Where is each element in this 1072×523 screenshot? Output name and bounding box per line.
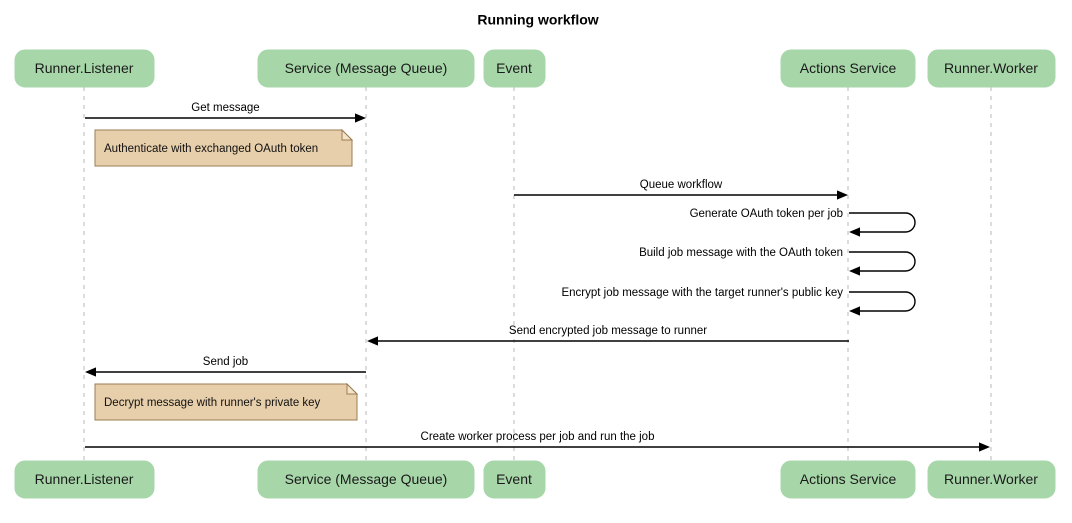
message-encrypt-job-message-target-runner-public-key[interactable]: Encrypt job message with the target runn… [561,287,916,316]
participant-box-runner-listener-bottom[interactable] [14,460,155,499]
arrowhead-queue-workflow [837,190,848,200]
message-label-queue-workflow: Queue workflow [640,179,723,191]
participants-top: Runner.Listener Service (Message Queue) Ev… [14,49,1056,88]
participant-box-runner-worker-bottom[interactable] [927,460,1056,499]
note-body-decrypt-message-with-runners-private-key [94,383,358,421]
message-label-send-encrypted-job-message-to-runner: Send encrypted job message to runner [509,325,707,337]
message-create-worker-process-run-job[interactable]: Create worker process per job and run th… [85,431,990,452]
participant-box-event-top[interactable] [483,49,546,88]
note-fold-decrypt-message-with-runners-private-key [346,382,359,395]
note-label-decrypt-message-with-runners-private-key: Decrypt message with runner's private ke… [104,397,321,409]
participant-label-runner-worker-top: Runner.Worker [944,60,1038,76]
note-decrypt-message-with-runners-private-key[interactable]: Decrypt message with runner's private ke… [94,382,359,421]
arrowhead-generate-oauth-token-per-job [849,227,860,237]
arrowhead-send-job [85,367,96,377]
participant-box-runner-listener-top[interactable] [14,49,155,88]
message-label-encrypt-job-message-target-runner-public-key: Encrypt job message with the target runn… [561,287,843,299]
participant-box-service-message-queue-top[interactable] [257,49,475,88]
message-loop-path-build-job-message-with-oauth-token [849,251,916,272]
message-label-send-job: Send job [203,356,248,368]
participant-label-service-message-queue-top: Service (Message Queue) [285,60,448,76]
participant-box-service-message-queue-bottom[interactable] [257,460,475,499]
participant-label-runner-listener-top: Runner.Listener [35,60,134,76]
participant-box-actions-service-bottom[interactable] [780,460,916,499]
arrowhead-build-job-message-with-oauth-token [849,266,860,276]
note-fold-authenticate-with-exchanged-oauth-token [341,128,354,141]
message-label-create-worker-process-run-job: Create worker process per job and run th… [421,431,655,443]
message-label-build-job-message-with-oauth-token: Build job message with the OAuth token [639,247,843,259]
arrowhead-send-encrypted-job-message-to-runner [367,336,378,346]
participant-label-event-top: Event [496,60,532,76]
message-get-message[interactable]: Get message [85,102,366,123]
note-label-authenticate-with-exchanged-oauth-token: Authenticate with exchanged OAuth token [104,143,318,155]
note-body-authenticate-with-exchanged-oauth-token [94,129,353,167]
message-generate-oauth-token-per-job[interactable]: Generate OAuth token per job [690,208,916,237]
arrowhead-get-message [355,113,366,123]
message-send-encrypted-job-message-to-runner[interactable]: Send encrypted job message to runner [367,325,849,346]
participant-box-event-bottom[interactable] [483,460,546,499]
participant-label-actions-service-top: Actions Service [800,60,897,76]
message-loop-path-generate-oauth-token-per-job [849,212,916,233]
participant-label-runner-listener-bottom: Runner.Listener [35,471,134,487]
arrowhead-create-worker-process-run-job [979,442,990,452]
note-authenticate-with-exchanged-oauth-token[interactable]: Authenticate with exchanged OAuth token [94,128,354,167]
participant-box-runner-worker-top[interactable] [927,49,1056,88]
notes-layer: Authenticate with exchanged OAuth tokenD… [94,128,359,421]
arrowhead-encrypt-job-message-target-runner-public-key [849,306,860,316]
message-send-job[interactable]: Send job [85,356,366,377]
participant-label-actions-service-bottom: Actions Service [800,471,897,487]
diagram-title: Running workflow [477,12,598,28]
message-queue-workflow[interactable]: Queue workflow [514,179,848,200]
participant-label-runner-worker-bottom: Runner.Worker [944,471,1038,487]
participant-label-event-bottom: Event [496,471,532,487]
message-loop-path-encrypt-job-message-target-runner-public-key [849,291,916,312]
message-label-generate-oauth-token-per-job: Generate OAuth token per job [690,208,843,220]
participant-label-service-message-queue-bottom: Service (Message Queue) [285,471,448,487]
message-build-job-message-with-oauth-token[interactable]: Build job message with the OAuth token [639,247,916,276]
participants-bottom: Runner.Listener Service (Message Queue) Ev… [14,460,1056,499]
message-label-get-message: Get message [191,102,259,114]
participant-box-actions-service-top[interactable] [780,49,916,88]
